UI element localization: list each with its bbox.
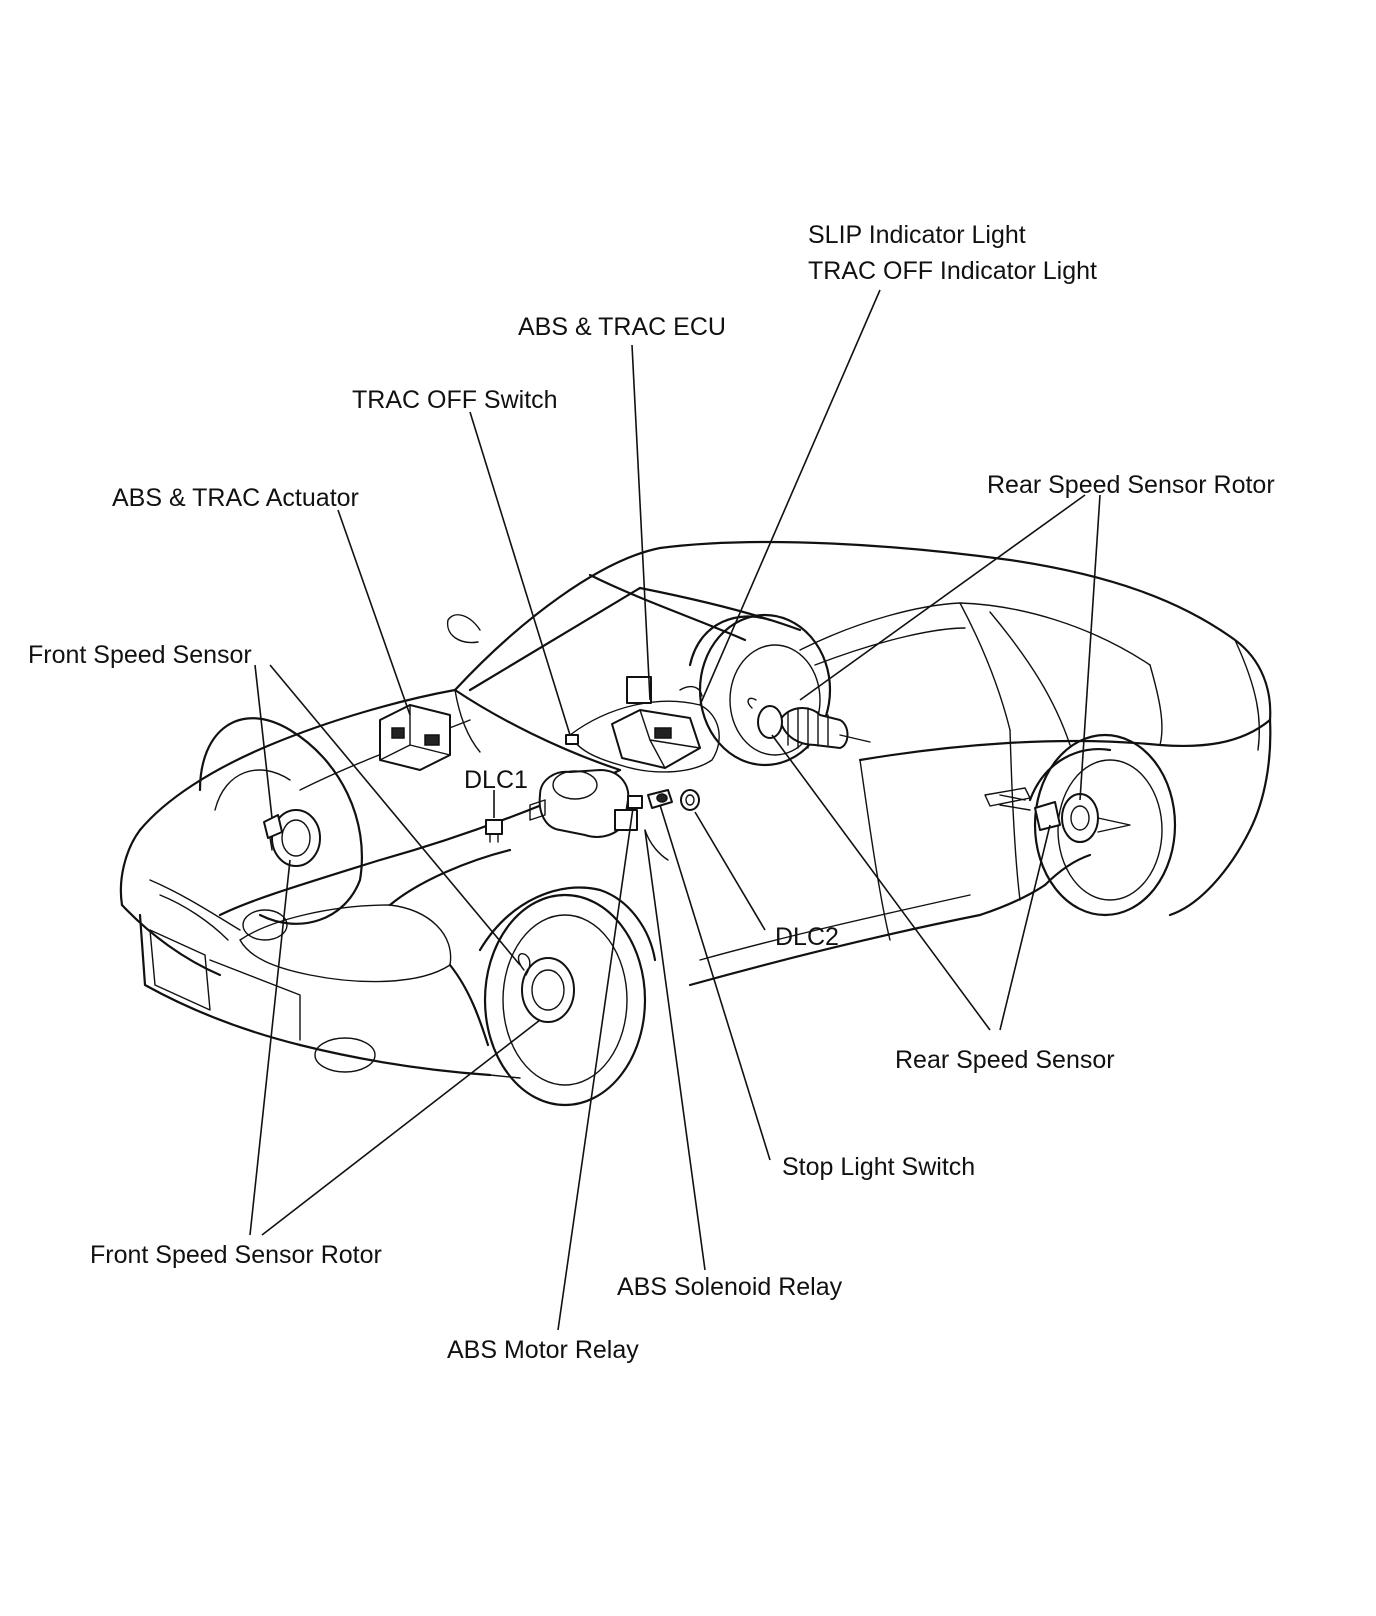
front-right-wheel — [478, 886, 657, 1107]
front-left-speed-sensor-part — [263, 809, 321, 867]
trac-off-switch-label: TRAC OFF Switch — [352, 386, 558, 414]
dlc1-connector-part — [485, 819, 503, 843]
dlc2-connector-part — [680, 789, 700, 811]
trac-off-switch-part — [565, 734, 579, 745]
car-body — [119, 540, 1272, 1079]
rear-speed-sensor-rotor-label: Rear Speed Sensor Rotor — [987, 471, 1275, 499]
slip-indicator-light-label: SLIP Indicator Light — [808, 221, 1026, 249]
brake-master-cylinder-part — [529, 769, 630, 838]
front-speed-sensor-rotor-label: Front Speed Sensor Rotor — [90, 1241, 382, 1269]
dlc1-label: DLC1 — [464, 766, 528, 794]
abs-trac-actuator-label: ABS & TRAC Actuator — [112, 484, 359, 512]
rear-speed-sensor-label: Rear Speed Sensor — [895, 1046, 1115, 1074]
rear-right-speed-sensor-part — [999, 793, 1131, 843]
rear-right-wheel — [1028, 733, 1177, 917]
rear-left-speed-sensor-part — [747, 697, 871, 749]
abs-solenoid-relay-label: ABS Solenoid Relay — [617, 1273, 843, 1301]
front-right-speed-sensor-part — [517, 953, 575, 1023]
abs-trac-actuator-part — [379, 704, 451, 771]
front-left-wheel — [198, 717, 363, 925]
abs-trac-ecu-label: ABS & TRAC ECU — [518, 313, 726, 341]
leader-lines — [249, 289, 1101, 1331]
instrument-panel-ecu-part — [569, 676, 720, 773]
trac-off-indicator-light-label: TRAC OFF Indicator Light — [808, 257, 1097, 285]
front-speed-sensor-label: Front Speed Sensor — [28, 641, 252, 669]
stop-light-switch-part — [647, 789, 673, 809]
dlc2-label: DLC2 — [775, 923, 839, 951]
abs-motor-relay-label: ABS Motor Relay — [447, 1336, 639, 1364]
stop-light-switch-label: Stop Light Switch — [782, 1153, 976, 1181]
